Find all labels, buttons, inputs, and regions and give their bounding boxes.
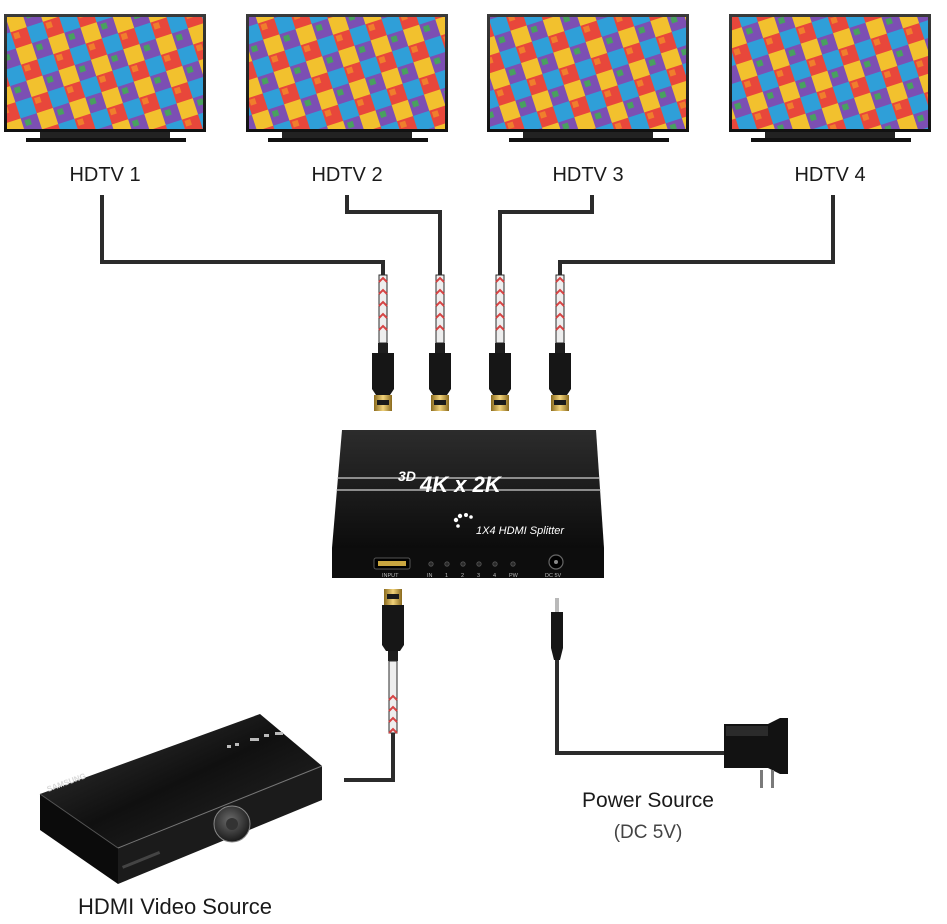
port-dc-label: DC 5V	[545, 573, 562, 579]
hdmi-plug-icon	[372, 343, 394, 411]
tv-screen	[732, 17, 928, 129]
splitter-4k-text: 4K x 2K	[419, 472, 503, 497]
tv-stand	[40, 132, 170, 140]
braid-3	[495, 274, 505, 344]
tv-stand	[523, 132, 653, 140]
led-label: 1	[445, 573, 448, 579]
port-input-label: INPUT	[382, 573, 399, 579]
led-label: 3	[477, 573, 480, 579]
power-source-label: Power Source	[582, 789, 714, 812]
hdmi-splitter: 3D 4K x 2K 1X4 HDMI Splitter INPUT IN 1 …	[332, 430, 604, 579]
hdtv-3-label: HDTV 3	[552, 164, 624, 186]
power-adapter-icon	[724, 718, 788, 788]
cable-hdtv-1	[100, 195, 385, 275]
splitter-top	[332, 430, 604, 548]
dc-plug	[551, 598, 563, 660]
hdmi-plug-input	[382, 589, 404, 661]
hdtv-1	[4, 14, 206, 142]
braid-input	[388, 660, 398, 734]
hdtv-2-label: HDTV 2	[311, 164, 383, 186]
splitter-3d-text: 3D	[398, 468, 416, 484]
braid-1	[378, 274, 388, 344]
hdmi-video-source-label: HDMI Video Source	[77, 894, 272, 919]
player-left-side	[40, 794, 118, 884]
hdmi-plug-icon	[549, 343, 571, 411]
hdtv-4-label: HDTV 4	[794, 164, 866, 186]
led-label: PW	[509, 573, 519, 579]
cable-hdtv-4	[558, 195, 835, 275]
braided-cable-sections	[378, 274, 565, 344]
blu-ray-player: SAMSUNG	[39, 714, 323, 884]
spinner-dots-icon	[453, 513, 473, 528]
hdtv-4	[729, 14, 931, 142]
hdmi-plug-icon	[429, 343, 451, 411]
splitter-model-text: 1X4 HDMI Splitter	[476, 525, 565, 537]
tv-stand	[282, 132, 412, 140]
led-label: 4	[493, 573, 496, 579]
player-indicator-icons	[227, 732, 283, 748]
player-top	[40, 714, 322, 848]
cable-source	[344, 733, 395, 782]
led-label: IN	[427, 573, 433, 579]
cable-hdtv-2	[345, 195, 442, 275]
tv-screen	[7, 17, 203, 129]
led-indicators	[428, 561, 516, 567]
hdtv-1-label: HDTV 1	[69, 164, 141, 186]
cable-hdtv-3	[498, 195, 594, 275]
tv-screen	[249, 17, 445, 129]
power-source-sublabel: (DC 5V)	[613, 822, 683, 843]
hdtv-2	[246, 14, 448, 142]
braid-2	[435, 274, 445, 344]
tv-stand	[765, 132, 895, 140]
hdtv-3	[487, 14, 689, 142]
hdmi-plug-icon	[489, 343, 511, 411]
braid-4	[555, 274, 565, 344]
output-cables	[100, 195, 835, 275]
led-label: 2	[461, 573, 464, 579]
tv-screen	[490, 17, 686, 129]
hdmi-plugs-output	[372, 343, 571, 411]
cable-power	[555, 660, 724, 755]
